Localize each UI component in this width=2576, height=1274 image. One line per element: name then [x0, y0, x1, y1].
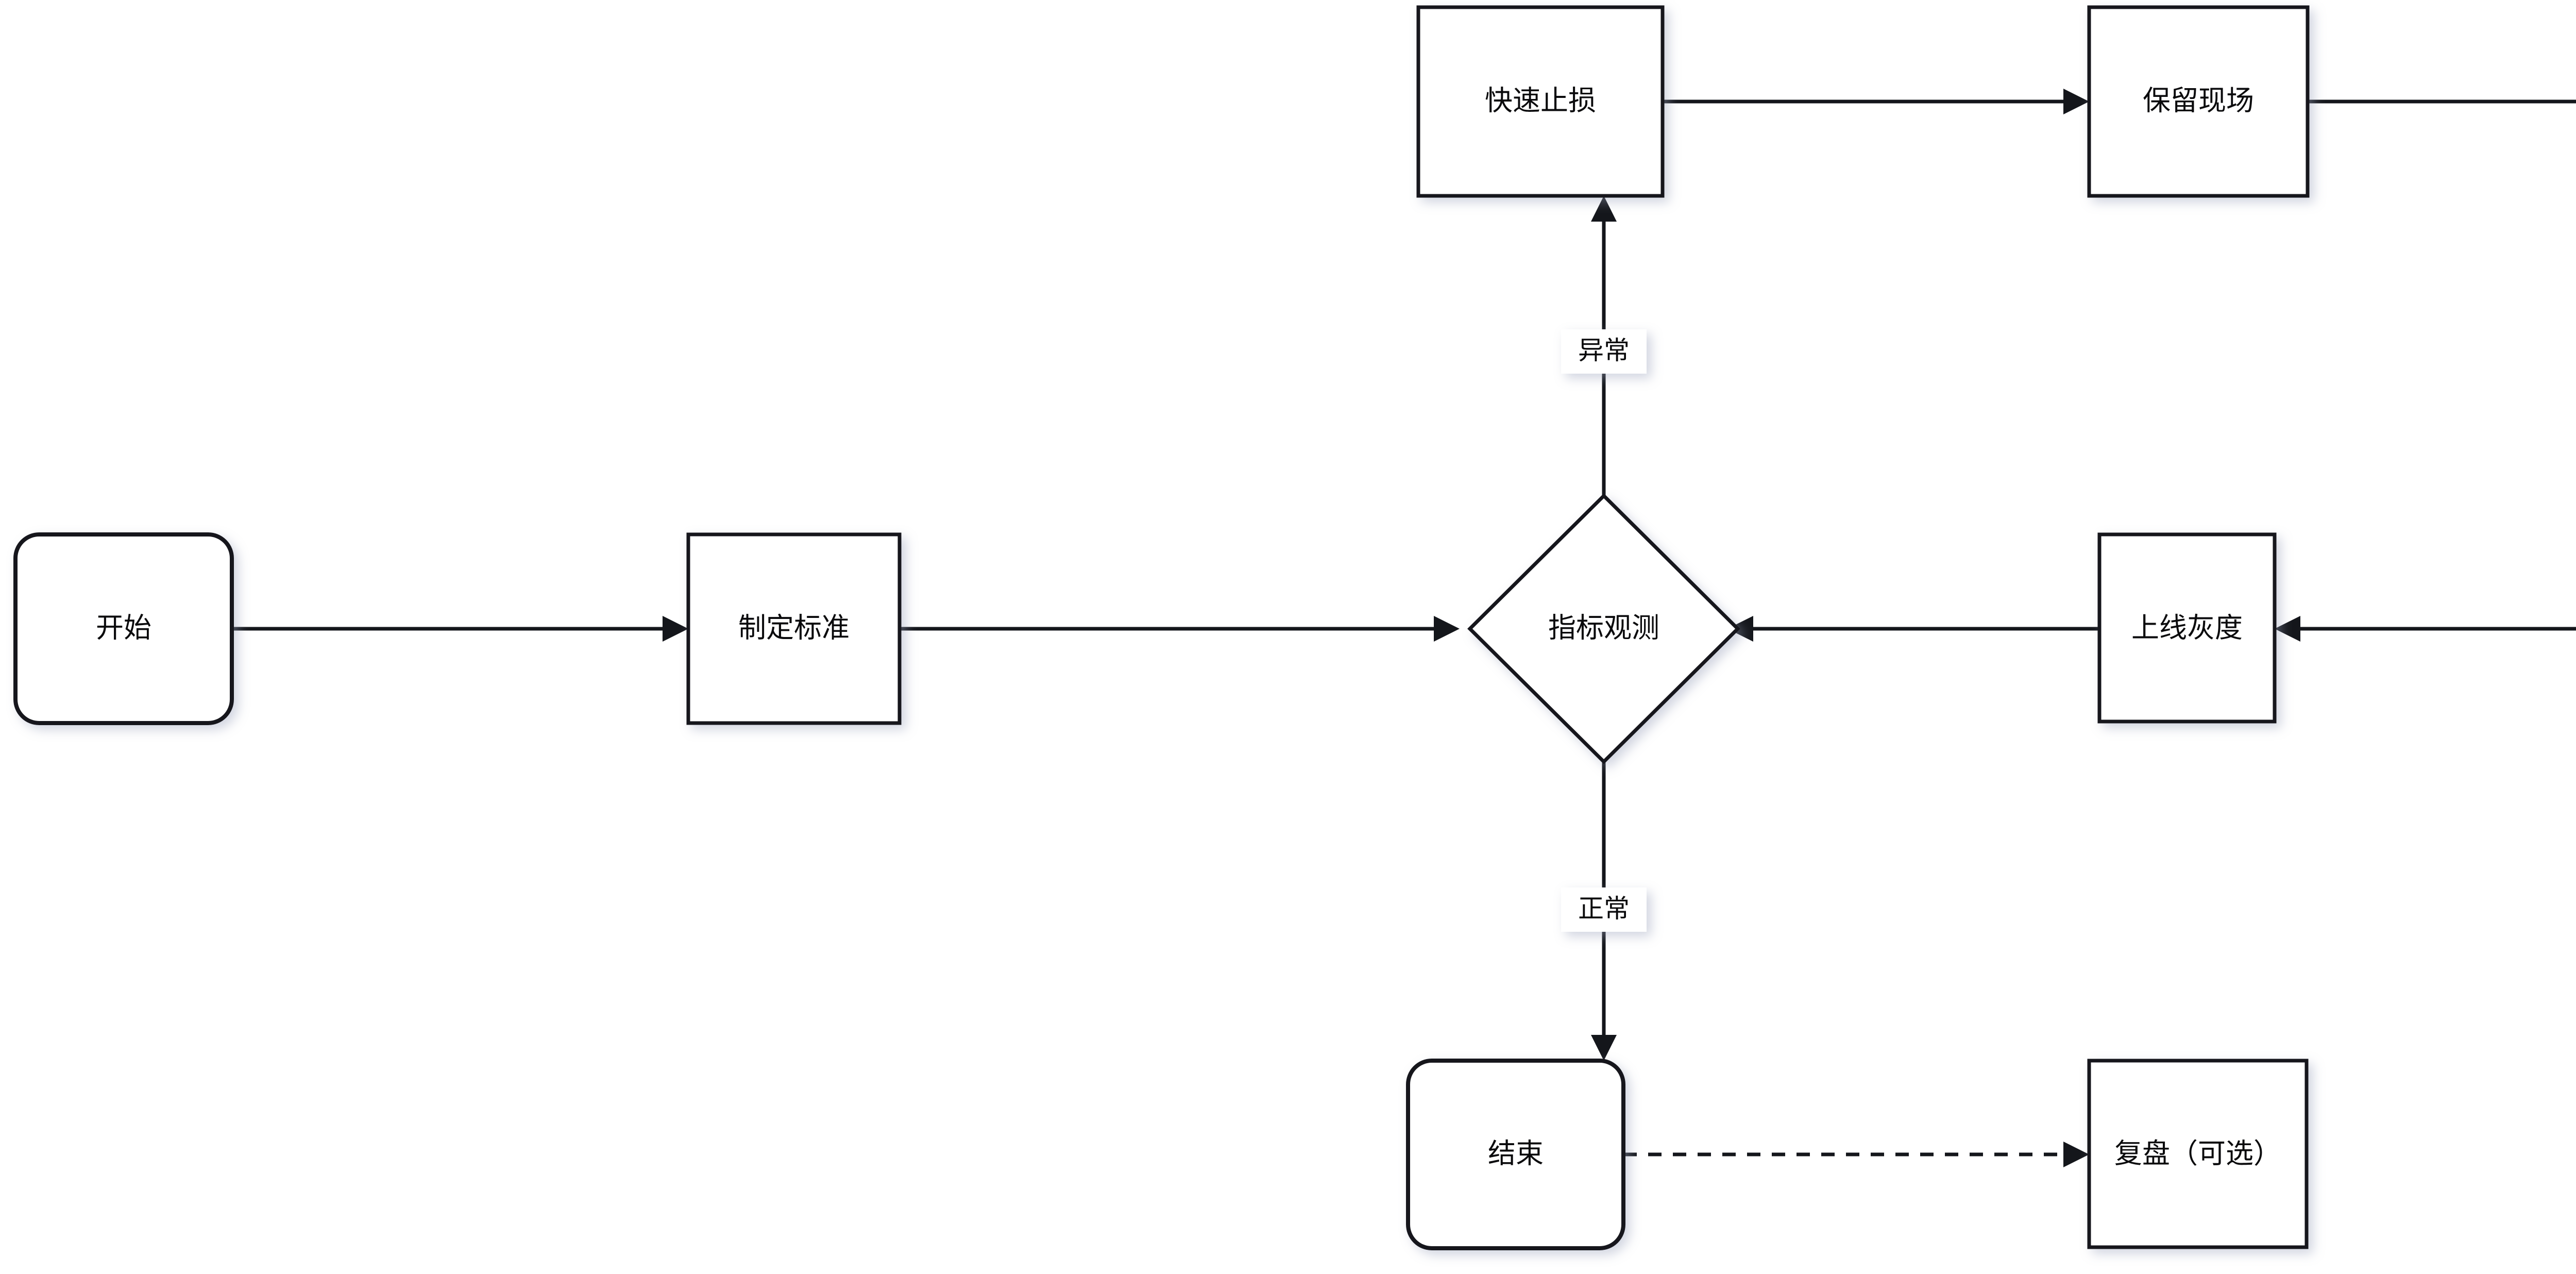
node-retrospective[interactable]: 复盘（可选）: [2087, 1059, 2309, 1249]
edge-canary-to-observe: [1727, 616, 2099, 642]
edge-standard-to-observe: [900, 616, 1460, 642]
node-canary-release[interactable]: 上线灰度: [2097, 532, 2277, 724]
node-metric-observation-label: 指标观测: [1548, 612, 1659, 643]
nodes-layer: 开始 制定标准 指标观测 快速止损 保留现场: [13, 5, 2310, 1250]
edge-label-normal: 正常: [1561, 887, 1647, 932]
edge-labels-layer: 异常 正常 GC 问题 代码问题: [1561, 329, 1647, 932]
node-start-label: 开始: [96, 612, 151, 643]
node-define-standard-label: 制定标准: [738, 612, 850, 643]
node-end-label: 结束: [1488, 1138, 1544, 1169]
edge-end-to-review: [1623, 1142, 2089, 1167]
edge-label-abnormal: 异常: [1561, 329, 1647, 374]
node-retrospective-label: 复盘（可选）: [2114, 1138, 2281, 1169]
node-define-standard[interactable]: 制定标准: [686, 532, 902, 725]
node-canary-release-label: 上线灰度: [2131, 612, 2243, 643]
node-quick-stoploss[interactable]: 快速止损: [1416, 5, 1665, 198]
edge-label-abnormal-text: 异常: [1578, 336, 1630, 365]
edge-preserve-to-causal: [2308, 99, 2576, 104]
node-end[interactable]: 结束: [1406, 1059, 1625, 1250]
edge-tunegc-to-canary: [2275, 616, 2576, 642]
edge-label-normal-text: 正常: [1578, 894, 1630, 923]
node-quick-stoploss-label: 快速止损: [1485, 85, 1596, 116]
node-preserve-scene[interactable]: 保留现场: [2087, 5, 2310, 198]
edge-stoploss-to-preserve: [1663, 89, 2089, 114]
node-start[interactable]: 开始: [13, 532, 234, 725]
node-preserve-scene-label: 保留现场: [2143, 85, 2254, 116]
node-metric-observation[interactable]: 指标观测: [1467, 493, 1740, 764]
edge-start-to-standard: [232, 616, 688, 642]
